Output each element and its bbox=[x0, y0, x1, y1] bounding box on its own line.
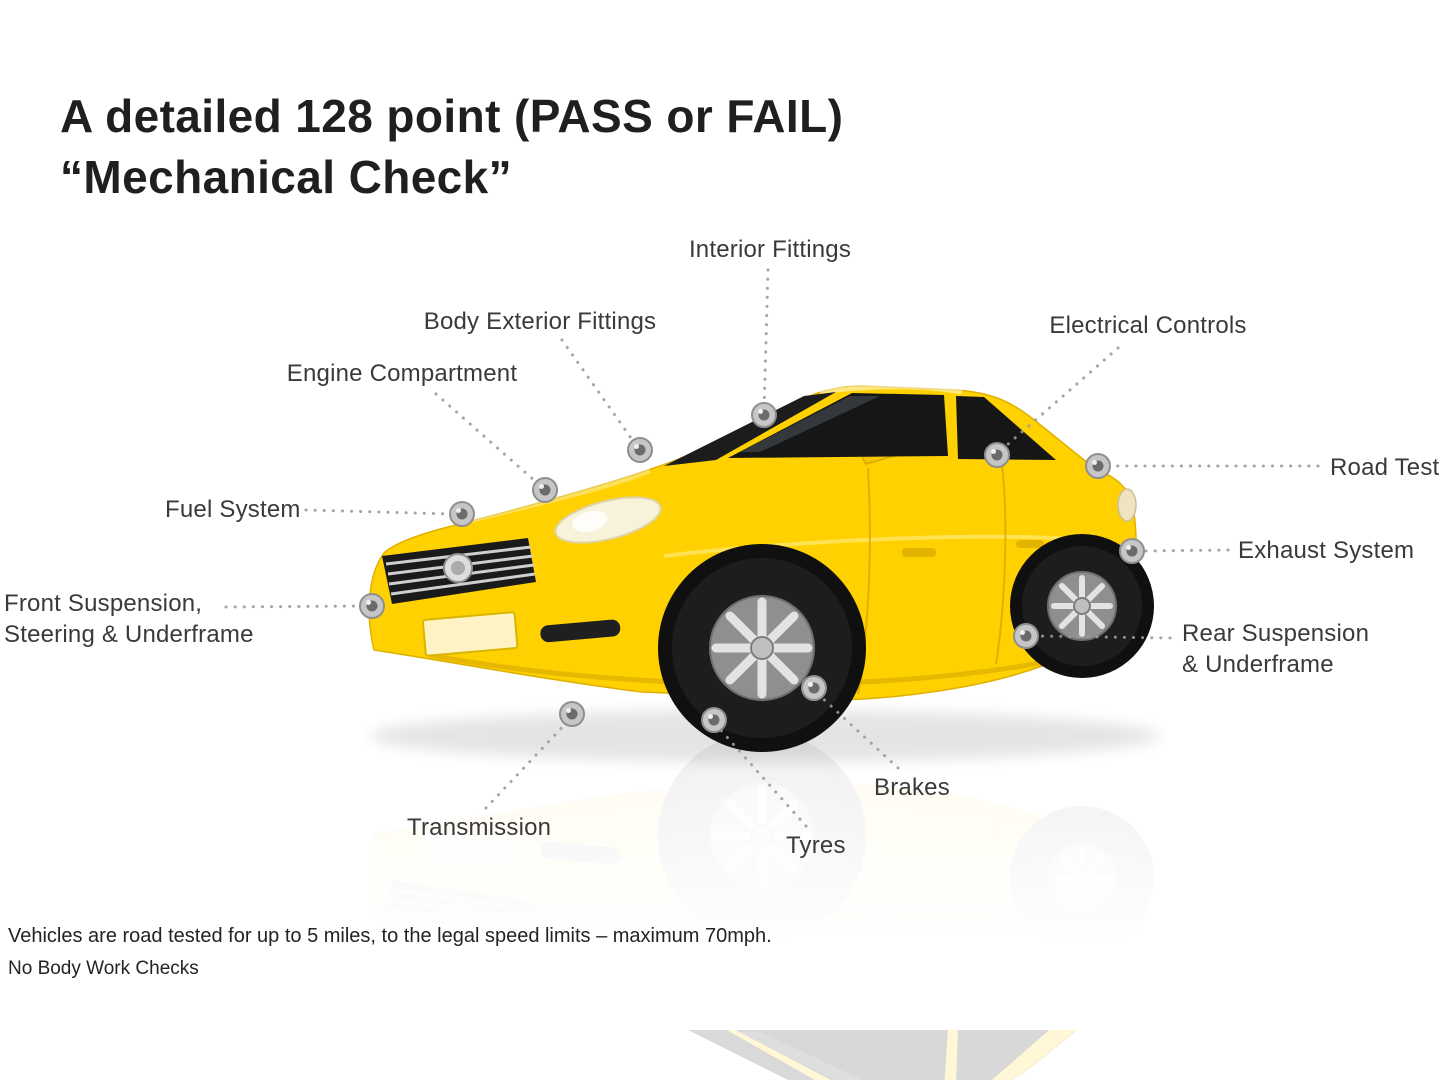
callout-body-exterior-fittings: Body Exterior Fittings bbox=[423, 308, 657, 335]
checkpoint-dot-rear-suspension bbox=[1013, 623, 1039, 649]
callout-electrical-controls: Electrical Controls bbox=[1049, 312, 1247, 339]
callout-tyres: Tyres bbox=[786, 832, 846, 859]
page-title: A detailed 128 point (PASS or FAIL) “Mec… bbox=[60, 90, 844, 203]
checkpoint-dot-transmission bbox=[559, 701, 585, 727]
callout-rear-suspension: Rear Suspension & Underframe bbox=[1182, 620, 1370, 679]
checkpoint-dot-tyres bbox=[701, 707, 727, 733]
callout-brakes: Brakes bbox=[874, 774, 950, 801]
leader-brakes bbox=[816, 692, 900, 770]
checkpoint-dot-interior-fittings bbox=[751, 402, 777, 428]
checkpoint-dot-front-suspension bbox=[359, 593, 385, 619]
body-work-note: No Body Work Checks bbox=[8, 958, 199, 979]
leader-lines bbox=[224, 268, 1320, 828]
checkpoint-dot-engine-compartment bbox=[532, 477, 558, 503]
callout-engine-compartment: Engine Compartment bbox=[286, 360, 518, 387]
leader-fuel-system bbox=[304, 508, 454, 516]
leader-engine-compartment bbox=[434, 392, 545, 490]
callout-transmission: Transmission bbox=[407, 814, 552, 841]
checkpoint-dot-fuel-system bbox=[449, 501, 475, 527]
leader-electrical-controls bbox=[997, 346, 1120, 454]
road-test-note: Vehicles are road tested for up to 5 mil… bbox=[8, 925, 772, 947]
checkpoint-dot-body-exterior-fittings bbox=[627, 437, 653, 463]
car-illustration bbox=[369, 386, 1154, 752]
checkpoint-dot-brakes bbox=[801, 675, 827, 701]
callout-fuel-system: Fuel System bbox=[165, 496, 301, 523]
checkpoint-dot-electrical-controls bbox=[984, 442, 1010, 468]
leader-interior-fittings bbox=[762, 268, 770, 414]
leader-exhaust-system bbox=[1142, 548, 1230, 553]
callout-front-suspension: Front Suspension, Steering & Underframe bbox=[4, 590, 254, 649]
leader-tyres bbox=[716, 725, 808, 828]
leader-body-exterior-fittings bbox=[560, 338, 640, 450]
checkpoint-dot-exhaust-system bbox=[1119, 538, 1145, 564]
callout-interior-fittings: Interior Fittings bbox=[688, 236, 852, 263]
callout-exhaust-system: Exhaust System bbox=[1238, 537, 1415, 564]
callout-road-test: Road Test bbox=[1330, 454, 1440, 481]
checkpoint-dot-road-test bbox=[1085, 453, 1111, 479]
